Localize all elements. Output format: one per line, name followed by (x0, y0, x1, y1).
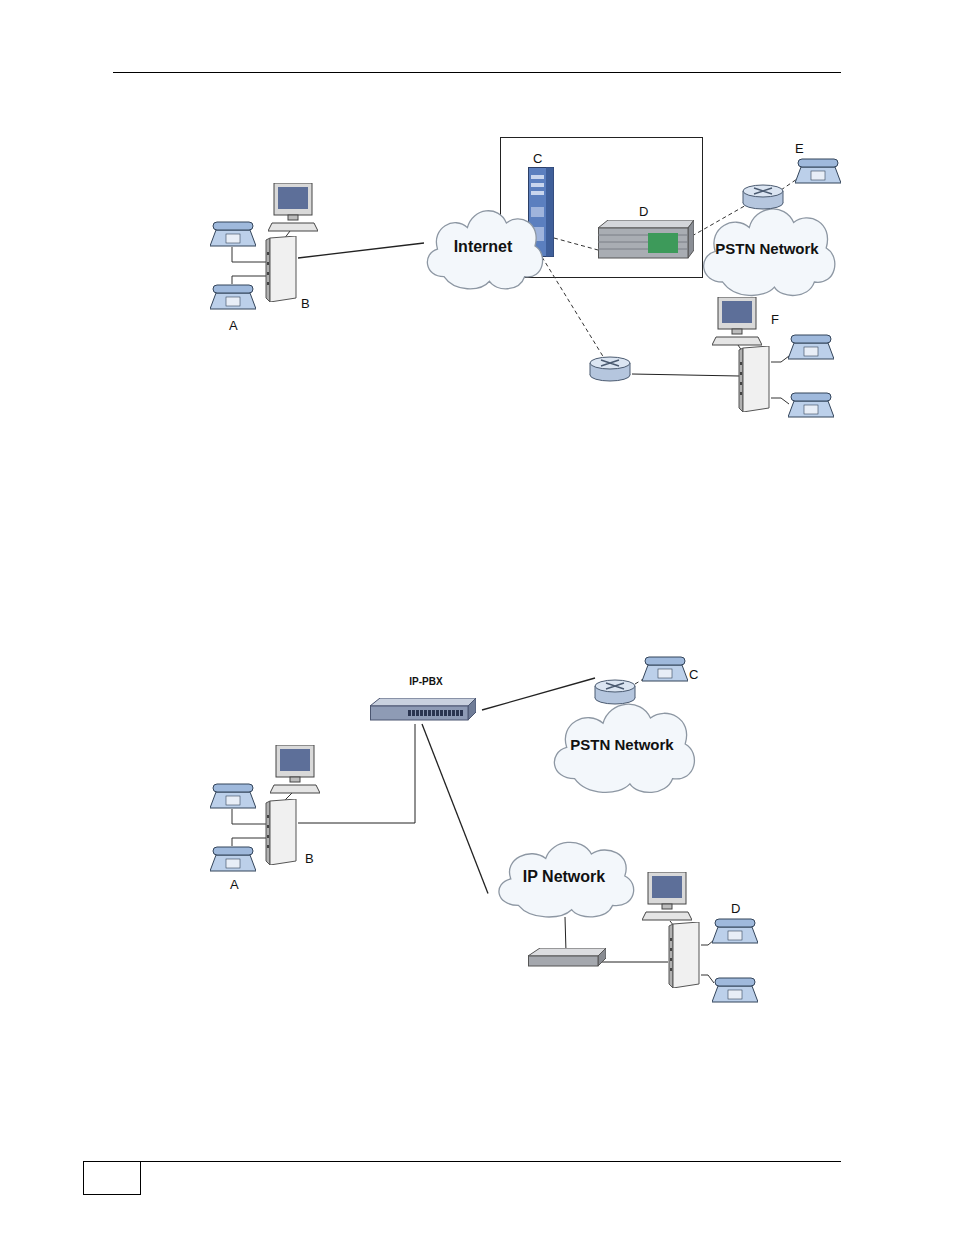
phone-icon (210, 222, 256, 246)
cloud-outline (427, 211, 542, 289)
network-cloud: IP Network (488, 832, 640, 920)
phone-cord (701, 975, 714, 983)
phone-icon (642, 657, 688, 681)
router-icon (590, 357, 630, 381)
phone-cord (771, 398, 789, 404)
router-icon (743, 185, 783, 209)
phone-cord (232, 247, 266, 262)
phone-cord (232, 838, 266, 846)
router-icon (595, 680, 635, 704)
cloud-label: PSTN Network (570, 736, 673, 753)
footer-rule (140, 1161, 841, 1162)
network-cloud: PSTN Network (543, 678, 701, 796)
cloud-label: PSTN Network (715, 240, 818, 257)
cloud-label: IP Network (523, 868, 605, 886)
phone-icon (712, 919, 758, 943)
header-rule (113, 72, 841, 73)
internet-line (298, 243, 424, 258)
callout-letter: B (305, 851, 314, 866)
modem-icon (528, 948, 606, 966)
callout-letter: D (639, 204, 648, 219)
network-cloud: Internet (418, 200, 548, 292)
network-cloud: PSTN Network (693, 183, 841, 299)
dashed-link (554, 238, 598, 250)
dashed-link (542, 257, 604, 358)
computer-icon (642, 872, 692, 920)
phone-icon (210, 784, 256, 808)
computer-icon (268, 183, 318, 231)
network-line (565, 917, 566, 952)
switch-icon (370, 698, 476, 720)
phone-icon (210, 285, 256, 309)
pbx-line (298, 724, 415, 823)
phone-icon (788, 335, 834, 359)
pbx-device: IP-PBX (370, 676, 482, 724)
callout-letter: C (689, 667, 698, 682)
phone-icon (210, 847, 256, 871)
callout-letter: A (229, 318, 238, 333)
gateway-device (739, 346, 769, 412)
phone-cord (232, 276, 266, 284)
gateway-device (266, 236, 296, 302)
network-connector (422, 724, 488, 894)
device-label: IP-PBX (409, 676, 442, 688)
gateway-device (669, 922, 699, 988)
phone-icon (712, 978, 758, 1002)
rack-server (598, 220, 694, 258)
callout-letter: F (771, 312, 779, 327)
callout-letter: C (533, 151, 542, 166)
callout-letter: E (795, 141, 804, 156)
callout-letter: D (731, 901, 740, 916)
phone-cord (771, 356, 789, 362)
phone-cord (232, 809, 266, 824)
diagram-two (232, 678, 714, 983)
page-number-box (84, 1162, 141, 1195)
network-connector (482, 678, 595, 710)
phone-icon (795, 159, 841, 183)
computer-icon (712, 297, 762, 345)
modem-line (602, 962, 668, 963)
gateway-device (266, 799, 296, 865)
cloud-outline (554, 704, 694, 792)
computer-icon (270, 745, 320, 793)
callout-letter: B (301, 296, 310, 311)
cloud-outline (704, 209, 835, 296)
callout-letter: A (230, 877, 239, 892)
cloud-outline (499, 842, 634, 917)
dashed-link (781, 179, 797, 190)
cloud-label: Internet (454, 238, 513, 256)
phone-icon (788, 393, 834, 417)
router-line (632, 374, 739, 376)
